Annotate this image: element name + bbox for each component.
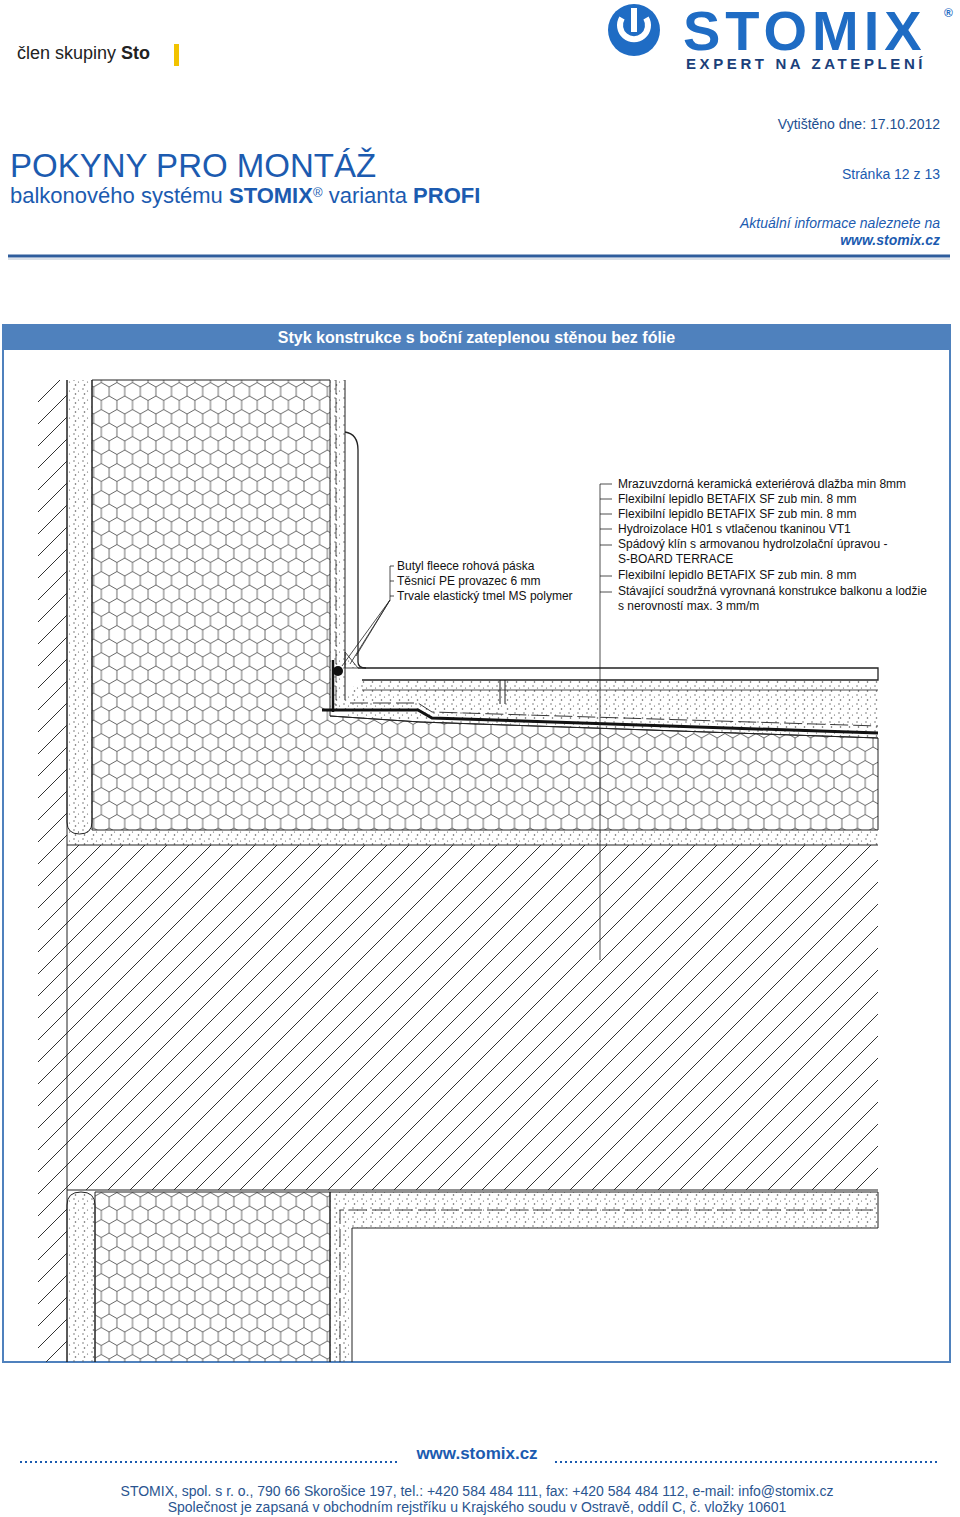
wall-mesh xyxy=(336,380,337,706)
floor-tile xyxy=(358,668,878,680)
registered-mark: ® xyxy=(944,6,953,20)
skirting-tile xyxy=(345,432,366,668)
leader-lines-left xyxy=(342,566,394,666)
brand-bar xyxy=(174,44,179,66)
logo-icon-bar xyxy=(631,8,637,32)
adhesive-line xyxy=(362,690,878,691)
adhesive-layer xyxy=(67,831,878,845)
logo-slogan: EXPERT NA ZATEPLENÍ xyxy=(686,55,926,73)
concrete-hatch xyxy=(38,380,878,1362)
footer-url: www.stomix.cz xyxy=(416,1444,537,1464)
callout-label: Mrazuvzdorná keramická exteriérová dlažb… xyxy=(618,477,906,492)
butyl-tape xyxy=(332,660,335,712)
callout-label: Těsnicí PE provazec 6 mm xyxy=(397,574,540,589)
leader-lines-right xyxy=(600,484,612,960)
group-tagline: člen skupiny xyxy=(17,43,116,63)
page-number: Stránka 12 z 13 xyxy=(842,166,940,183)
info-note: Aktuální informace naleznete na xyxy=(740,215,940,232)
callout-label: Spádový klín s armovanou hydrolzolační ú… xyxy=(618,537,902,567)
print-date: Vytištěno dne: 17.10.2012 xyxy=(778,116,940,133)
subtitle-variant: PROFI xyxy=(413,183,480,208)
subtitle-text: balkonového systému xyxy=(10,183,223,208)
slab-soffit xyxy=(67,1190,878,1191)
tile-joint xyxy=(500,680,505,704)
subtitle-brand: STOMIX xyxy=(229,183,313,208)
callout-label: Butyl fleece rohová páska xyxy=(397,559,534,574)
callout-label: Flexibilní lepidlo BETAFIX SF zub min. 8… xyxy=(618,492,857,507)
group-brand: Sto xyxy=(121,43,150,63)
info-url: www.stomix.cz xyxy=(840,232,940,249)
soffit-mesh xyxy=(340,1210,878,1362)
page-title: POKYNY PRO MONTÁŽ xyxy=(10,146,376,186)
subtitle-text: varianta xyxy=(329,183,407,208)
sealing-cord xyxy=(333,666,343,676)
footer-address: STOMIX, spol. s r. o., 790 66 Skorošice … xyxy=(121,1483,834,1500)
render-strip-lower xyxy=(67,1192,95,1362)
callout-label: Flexibilní lepidlo BETAFIX SF zub min. 8… xyxy=(618,568,857,583)
header-rule xyxy=(8,255,950,258)
callout-label: Hydroizolace H01 s vtlačenou tkaninou VT… xyxy=(618,522,851,537)
soffit-render xyxy=(330,1192,878,1362)
render-strip xyxy=(67,380,92,834)
wedge-bottom xyxy=(330,716,878,738)
callout-label: Trvale elastický tmel MS polymer xyxy=(397,589,573,604)
subtitle-group: balkonového systémuSTOMIX® variantaPROFI xyxy=(10,183,480,209)
logo-wordmark: STOMIX xyxy=(683,3,927,59)
drawing-frame xyxy=(3,325,950,1362)
callout-label: Flexibilní lepidlo BETAFIX SF zub min. 8… xyxy=(618,507,857,522)
footer-registry: Společnost je zapsaná v obchodním rejstř… xyxy=(168,1499,787,1516)
callout-label: Stávající soudržná vyrovnaná konstrukce … xyxy=(618,584,928,614)
logo-icon xyxy=(608,4,660,56)
section-heading-band: Styk konstrukce s boční zateplenou stěno… xyxy=(3,325,950,350)
insulation-lower xyxy=(95,1192,330,1362)
header-rule-shadow xyxy=(8,259,950,260)
tagline-group: člen skupinySto xyxy=(17,43,150,64)
section-heading: Styk konstrukce s boční zateplenou stěno… xyxy=(11,328,942,347)
registered-mark: ® xyxy=(313,185,323,200)
slab-edge xyxy=(67,845,878,846)
